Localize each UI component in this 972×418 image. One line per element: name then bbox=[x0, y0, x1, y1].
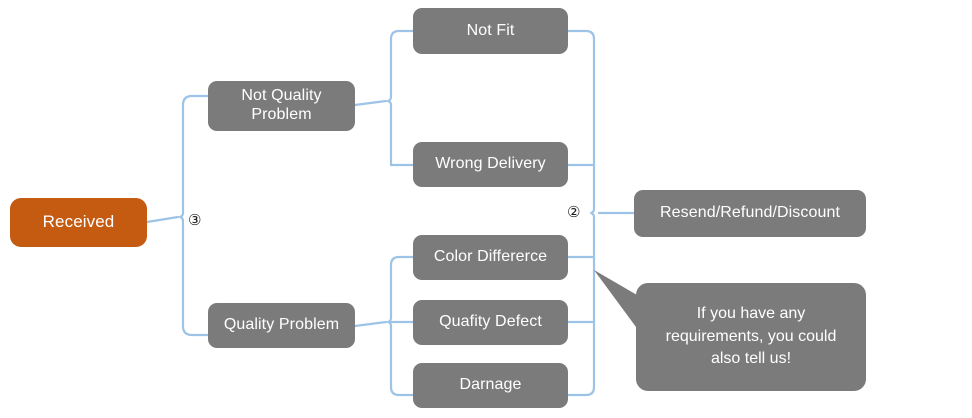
node-not-quality-problem-label-line2: Problem bbox=[251, 106, 312, 123]
edge-notfit-to-merge bbox=[566, 29, 596, 41]
edge-quality-bracket-spine bbox=[386, 263, 393, 389]
edge-right-bracket-spine bbox=[589, 37, 596, 389]
node-resolution-label: Resend/Refund/Discount bbox=[659, 204, 841, 222]
edge-quality-to-colordiff bbox=[389, 255, 415, 267]
node-not-quality-problem[interactable]: Not Quality Problem bbox=[208, 81, 355, 131]
node-resolution[interactable]: Resend/Refund/Discount bbox=[634, 190, 866, 237]
node-quality-problem-label: Quality Problem bbox=[223, 316, 340, 334]
edge-notquality-bracket-spine bbox=[386, 37, 393, 167]
node-damage-label: Darnage bbox=[459, 376, 522, 394]
node-not-fit-label: Not Fit bbox=[466, 21, 515, 39]
callout-line-1: If you have any bbox=[696, 304, 806, 322]
node-received-label: Received bbox=[42, 212, 115, 232]
node-received[interactable]: Received bbox=[10, 198, 147, 247]
node-quality-defect-label: Quafity Defect bbox=[439, 313, 542, 331]
node-color-difference-label: Color Differerce bbox=[433, 248, 548, 266]
node-color-difference[interactable]: Color Differerce bbox=[413, 235, 568, 280]
node-quality-defect[interactable]: Quafity Defect bbox=[413, 300, 568, 345]
callout-line-2: requirements, you could bbox=[665, 327, 837, 345]
node-quality-problem[interactable]: Quality Problem bbox=[208, 303, 355, 348]
edge-left-bracket-spine bbox=[178, 103, 185, 328]
edge-notquality-stub bbox=[353, 99, 388, 107]
node-not-quality-problem-label-line1: Not Quality bbox=[241, 87, 322, 105]
node-damage[interactable]: Darnage bbox=[413, 363, 568, 408]
node-wrong-delivery[interactable]: Wrong Delivery bbox=[413, 142, 568, 187]
callout-line-3: also tell us! bbox=[710, 350, 792, 368]
marker-left-branch: ③ bbox=[188, 211, 202, 229]
node-not-fit[interactable]: Not Fit bbox=[413, 8, 568, 54]
edge-quality-to-damage bbox=[389, 385, 415, 397]
edge-received-stub bbox=[145, 215, 180, 224]
edge-left-to-not-quality bbox=[181, 94, 210, 107]
callout-requirements: If you have any requirements, you could … bbox=[636, 283, 866, 391]
edge-damage-to-merge bbox=[566, 385, 596, 397]
edge-left-to-quality bbox=[181, 324, 210, 337]
node-wrong-delivery-label: Wrong Delivery bbox=[435, 155, 546, 173]
edge-notquality-to-notfit bbox=[389, 29, 415, 41]
marker-right-merge: ② bbox=[567, 203, 581, 221]
edge-quality-stub bbox=[353, 320, 388, 328]
